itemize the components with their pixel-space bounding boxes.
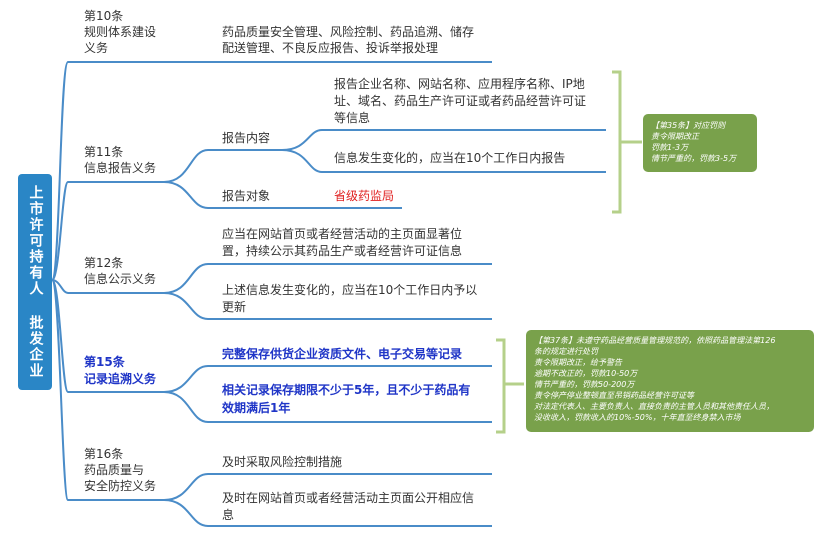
b12-item1-line2: 置，持续公示其药品生产或者经营许可证信息	[222, 244, 463, 258]
b11-sub-report-content: 报告内容	[222, 131, 271, 145]
b15-item1: 完整保存供货企业资质文件、电子交易等记录	[222, 347, 463, 361]
b15-item2-line1: 相关记录保存期限不少于5年，且不少于药品有	[222, 383, 471, 397]
branch-11-line1: 第11条	[84, 145, 124, 159]
b11-content-item1-line1: 报告企业名称、网站名称、应用程序名称、IP地	[334, 77, 585, 91]
b10-item-line1: 药品质量安全管理、风险控制、药品追溯、储存	[222, 25, 475, 39]
penalty2-line1: 【第37条】未遵守药品经营质量管理规范的，依照药品管理法第126	[534, 336, 776, 345]
b12-item2-line1: 上述信息发生变化的，应当在10个工作日内予以	[222, 283, 478, 297]
penalty1-line3: 罚款1-3万	[651, 143, 689, 152]
branch-11-line2: 信息报告义务	[84, 161, 157, 175]
branch-16-line1: 第16条	[84, 447, 124, 461]
penalty-box-article-35: 【第35条】对应罚则 责令限期改正 罚款1-3万 情节严重的，罚款3-5万	[643, 114, 757, 172]
penalty2-line7: 对法定代表人、主要负责人、直接负责的主管人员和其他责任人员，	[534, 402, 774, 411]
root-node: 上市许可持有人 批发企业	[18, 174, 52, 390]
b16-item2-line1: 及时在网站首页或者经营活动主页面公开相应信	[222, 491, 475, 505]
penalty2-line5: 情节严重的，罚款50-200万	[534, 380, 635, 389]
penalty2-line4: 逾期不改正的，罚款10-50万	[534, 369, 638, 378]
b12-item2-line2: 更新	[222, 300, 247, 314]
branch-15-line1: 第15条	[84, 355, 125, 369]
penalty2-line3: 责令限期改正，给予警告	[534, 358, 622, 367]
branch-10-line3: 义务	[84, 41, 109, 55]
branch-16-line3: 安全防控义务	[84, 479, 157, 493]
branch-10-line2: 规则体系建设	[84, 25, 157, 39]
penalty2-line6: 责令停产停业整顿直至吊销药品经营许可证等	[534, 391, 694, 400]
penalty2-line2: 条的规定进行处罚	[534, 347, 598, 356]
penalty-box-article-37: 【第37条】未遵守药品经营质量管理规范的，依照药品管理法第126 条的规定进行处…	[526, 330, 814, 432]
branch-15-line2: 记录追溯义务	[84, 372, 157, 386]
penalty1-line2: 责令限期改正	[651, 132, 699, 141]
branch-10-line1: 第10条	[84, 9, 124, 23]
branch-16-line2: 药品质量与	[84, 463, 145, 477]
b11-target-item: 省级药监局	[334, 189, 395, 203]
b16-item2-line2: 息	[222, 508, 235, 522]
penalty1-line4: 情节严重的，罚款3-5万	[651, 154, 737, 163]
branch-12-line2: 信息公示义务	[84, 272, 157, 286]
b12-item1-line1: 应当在网站首页或者经营活动的主页面显著位	[222, 227, 463, 241]
b15-item2-line2: 效期满后1年	[222, 401, 291, 415]
branch-12-line1: 第12条	[84, 256, 124, 270]
b11-sub-report-target: 报告对象	[222, 189, 271, 203]
penalty2-line8: 没收收入，罚款收入的10%-50%，十年直至终身禁入市场	[534, 413, 741, 422]
penalty1-line1: 【第35条】对应罚则	[651, 121, 726, 130]
b10-item-line2: 配送管理、不良反应报告、投诉举报处理	[222, 41, 439, 55]
b11-content-item1-line2: 址、域名、药品生产许可证或者药品经营许可证	[334, 94, 587, 108]
b11-content-item2: 信息发生变化的，应当在10个工作日内报告	[334, 151, 566, 165]
b11-content-item1-line3: 等信息	[334, 111, 371, 125]
b16-item1: 及时采取风险控制措施	[222, 455, 343, 469]
